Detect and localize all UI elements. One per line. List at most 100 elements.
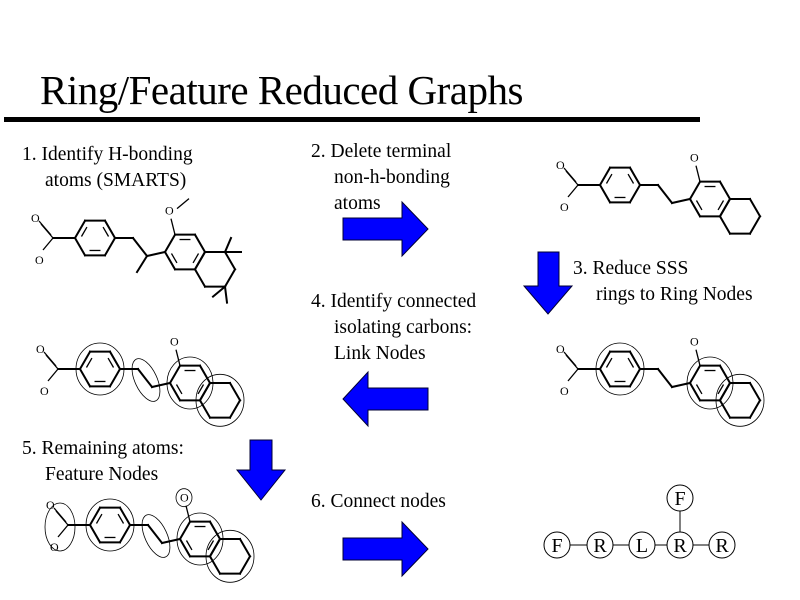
cyclohexane-ring-bond	[193, 250, 207, 271]
molecule-feature-nodes: OOO	[44, 488, 255, 583]
bond-line	[223, 236, 233, 254]
ring-node-circle	[75, 342, 125, 396]
cyclohexane-ring-bond	[193, 267, 207, 289]
graph-node-label-L: L	[636, 535, 648, 557]
benzene-ring-bond	[103, 219, 117, 240]
bond-line	[175, 349, 181, 366]
bond-line	[42, 237, 54, 251]
cyclohexane-ring-bond	[748, 398, 762, 420]
double-bond-line	[170, 253, 178, 264]
benzene-ring-bond	[628, 350, 642, 371]
molecule-original: OOO	[31, 198, 242, 304]
cyclohexane-ring-bond	[208, 537, 222, 558]
ring-node-circle	[166, 356, 214, 410]
oxygen-atom-label: O	[36, 342, 45, 356]
double-bond-line	[717, 200, 725, 211]
double-bond-line	[717, 384, 725, 395]
bond-line	[145, 250, 167, 258]
oxygen-atom-label: O	[35, 253, 44, 267]
benzene-ring-bond	[598, 166, 612, 187]
benzene-ring-bond	[88, 506, 102, 527]
step-2-line-2: non-h-bonding	[334, 167, 450, 188]
cyclohexane-ring-bond	[718, 197, 732, 218]
double-bond-line	[107, 357, 115, 368]
step-3-line-2: rings to Ring Nodes	[596, 284, 753, 305]
aromatic-ring-bond	[178, 520, 192, 541]
double-bond-line	[695, 384, 703, 395]
step-1-line-1: 1. Identify H-bonding	[22, 144, 193, 165]
aromatic-ring-bond	[193, 233, 207, 254]
double-bond-line	[85, 357, 93, 368]
bond-line	[223, 285, 229, 304]
cyclohexane-ring-bond	[718, 398, 732, 420]
step-4-text: 4. Identify connected isolating carbons:…	[311, 289, 476, 367]
aromatic-ring-bond	[688, 381, 702, 402]
cyclohexane-ring-bond	[208, 554, 222, 576]
oxygen-atom-label: O	[556, 158, 565, 172]
link-node-circle	[141, 514, 171, 558]
oxygen-atom-label: O	[560, 200, 569, 214]
bond-line	[43, 351, 57, 367]
bond-line	[567, 184, 579, 198]
aromatic-ring-bond	[168, 364, 182, 385]
ring-node-circle	[595, 342, 645, 396]
oxygen-atom-label: O	[560, 384, 569, 398]
oxygen-atom-label: O	[170, 335, 179, 349]
benzene-ring-bond	[78, 367, 92, 388]
benzene-ring-bond	[598, 350, 612, 371]
step-1-text: 1. Identify H-bonding atoms (SMARTS)	[22, 142, 193, 194]
oxygen-atom-label: O	[46, 498, 55, 512]
bond-line	[131, 236, 149, 258]
oxygen-atom-label: O	[50, 540, 59, 554]
double-bond-line	[197, 384, 205, 395]
ring-node-circle	[205, 529, 255, 583]
benzene-ring-bond	[598, 367, 612, 388]
bond-line	[170, 218, 176, 235]
benzene-ring-bond	[108, 367, 122, 388]
cyclohexane-ring-bond	[238, 554, 252, 576]
slide-title: Ring/Feature Reduced Graphs	[40, 67, 523, 113]
bond-line	[670, 197, 692, 205]
arrow-left-step4	[342, 370, 429, 428]
step-5-line-2: Feature Nodes	[45, 464, 159, 485]
graph-node-label-R: R	[593, 535, 607, 557]
aromatic-ring-bond	[168, 381, 182, 402]
double-bond-line	[80, 226, 88, 237]
bond-line	[136, 367, 154, 389]
benzene-ring-bond	[103, 236, 117, 257]
graph-node-circle	[628, 531, 656, 559]
step-5-text: 5. Remaining atoms: Feature Nodes	[22, 436, 184, 488]
ring-node-circle	[85, 498, 135, 552]
cyclohexane-ring-bond	[718, 381, 732, 402]
bond-line	[695, 349, 701, 366]
feature-node-circle	[175, 488, 193, 508]
graph-node-label-F: F	[674, 488, 685, 510]
graph-node-label-R: R	[715, 535, 729, 557]
double-bond-line	[175, 384, 183, 395]
step-5-line-1: 5. Remaining atoms:	[22, 438, 184, 459]
link-node-circle	[131, 358, 161, 402]
step-4-line-3: Link Nodes	[334, 343, 426, 364]
bond-line	[53, 507, 67, 523]
bond-line	[656, 367, 674, 389]
benzene-ring-bond	[628, 183, 642, 204]
benzene-ring-bond	[108, 350, 122, 371]
aromatic-ring-bond	[198, 364, 212, 385]
bond-line	[57, 524, 69, 538]
bond-line	[135, 254, 149, 274]
bond-line	[47, 368, 59, 382]
graph-node-circle	[543, 531, 571, 559]
double-bond-line	[207, 540, 215, 551]
molecule-link-nodes: OOO	[36, 335, 245, 427]
double-bond-line	[605, 173, 613, 184]
molecule-ring-nodes: OOO	[556, 335, 765, 427]
oxygen-atom-label: O	[690, 151, 699, 165]
benzene-ring-bond	[598, 183, 612, 204]
cyclohexane-ring-bond	[748, 214, 762, 236]
benzene-ring-bond	[78, 350, 92, 371]
arrow-down-step5	[235, 439, 287, 501]
aromatic-ring-bond	[688, 197, 702, 218]
cyclohexane-ring-bond	[223, 267, 237, 289]
step-6-text: 6. Connect nodes	[311, 489, 446, 515]
step-2-line-3: atoms	[334, 193, 381, 214]
